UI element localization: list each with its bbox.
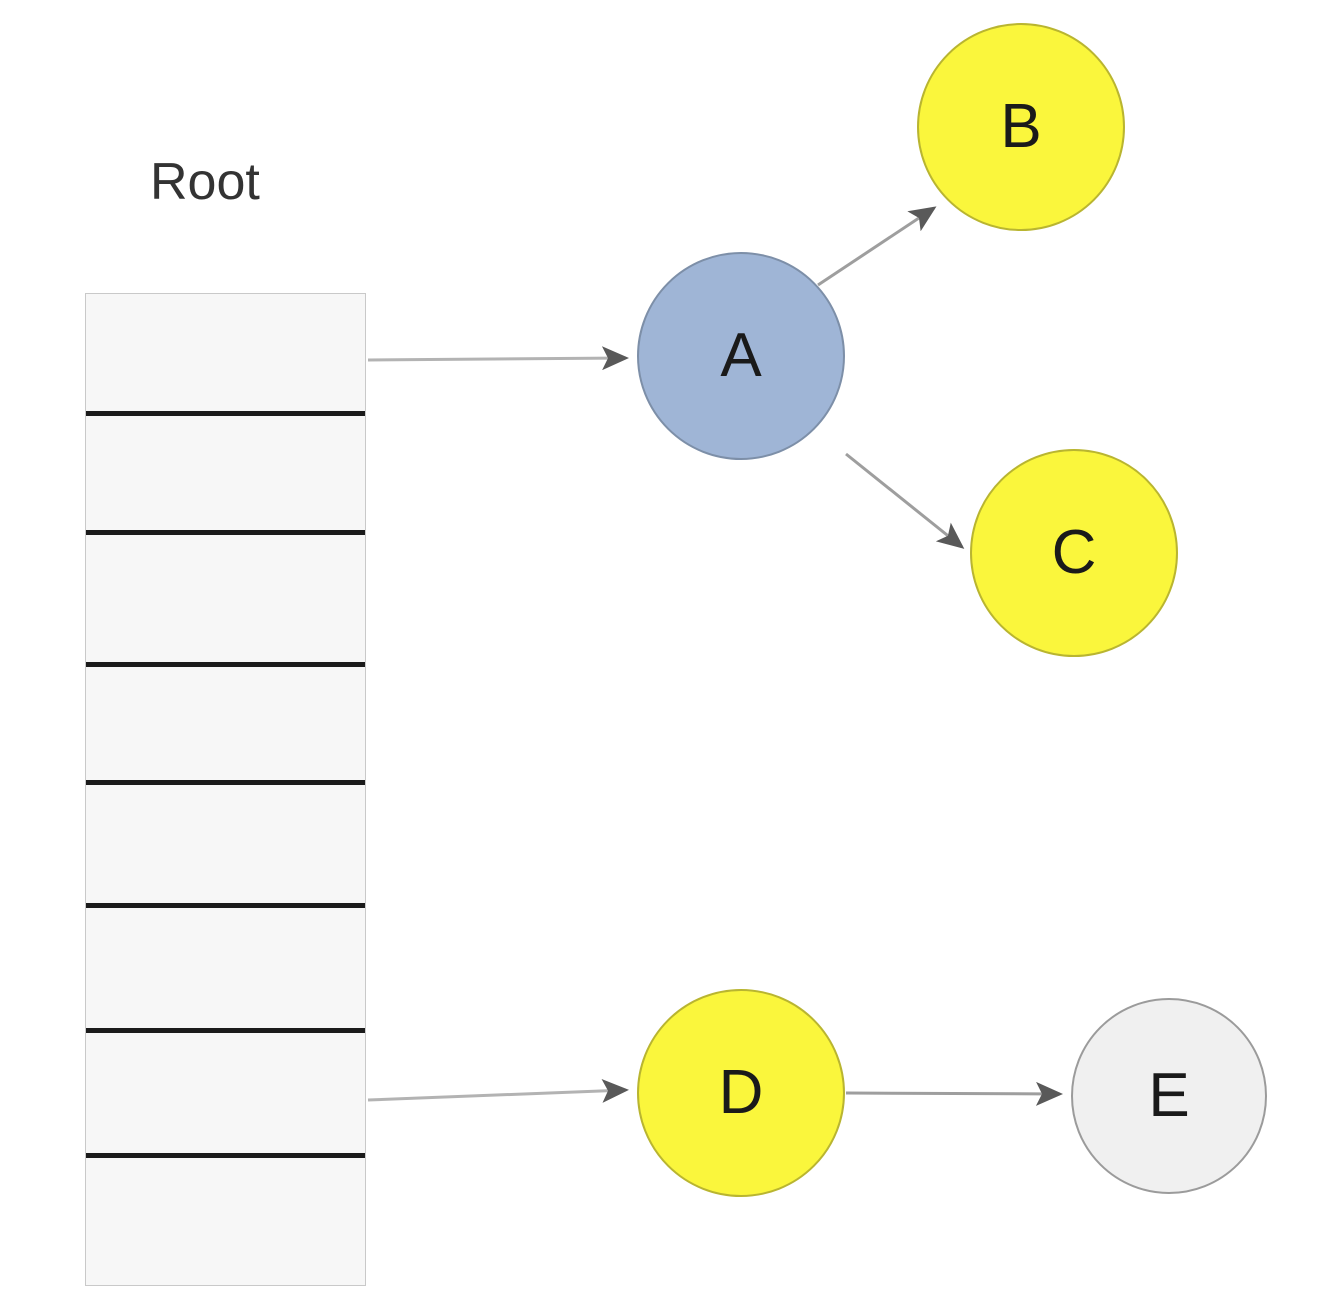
edge-root-to-d	[367, 1078, 629, 1103]
node-label-e: E	[1148, 1061, 1190, 1130]
table-row[interactable]	[86, 530, 365, 662]
edge-d-to-e	[845, 1081, 1063, 1106]
graph-node-e[interactable]: E	[1071, 998, 1267, 1194]
node-label-b: B	[1000, 92, 1042, 161]
edge-line-a-to-c	[845, 452, 965, 549]
edge-line-root-to-d	[367, 1078, 629, 1103]
graph-node-a[interactable]: A	[637, 252, 845, 460]
edge-line-a-to-b	[817, 206, 937, 287]
node-label-d: D	[718, 1058, 764, 1127]
edge-a-to-c	[845, 452, 965, 549]
table-row[interactable]	[86, 1028, 365, 1153]
edge-a-to-b	[817, 206, 937, 287]
table-row[interactable]	[86, 903, 365, 1028]
table-row[interactable]	[86, 1153, 365, 1272]
page-title: Root	[150, 153, 260, 211]
table-row[interactable]	[86, 411, 365, 530]
root-table	[85, 293, 366, 1286]
table-row[interactable]	[86, 662, 365, 780]
node-label-c: C	[1051, 518, 1097, 587]
graph-node-c[interactable]: C	[970, 449, 1178, 657]
edge-line-root-to-a	[367, 346, 629, 371]
graph-node-b[interactable]: B	[917, 23, 1125, 231]
edge-line-d-to-e	[845, 1081, 1063, 1106]
node-label-a: A	[720, 321, 762, 390]
edge-root-to-a	[367, 346, 629, 371]
table-row[interactable]	[86, 294, 365, 411]
table-row[interactable]	[86, 780, 365, 903]
graph-node-d[interactable]: D	[637, 989, 845, 1197]
